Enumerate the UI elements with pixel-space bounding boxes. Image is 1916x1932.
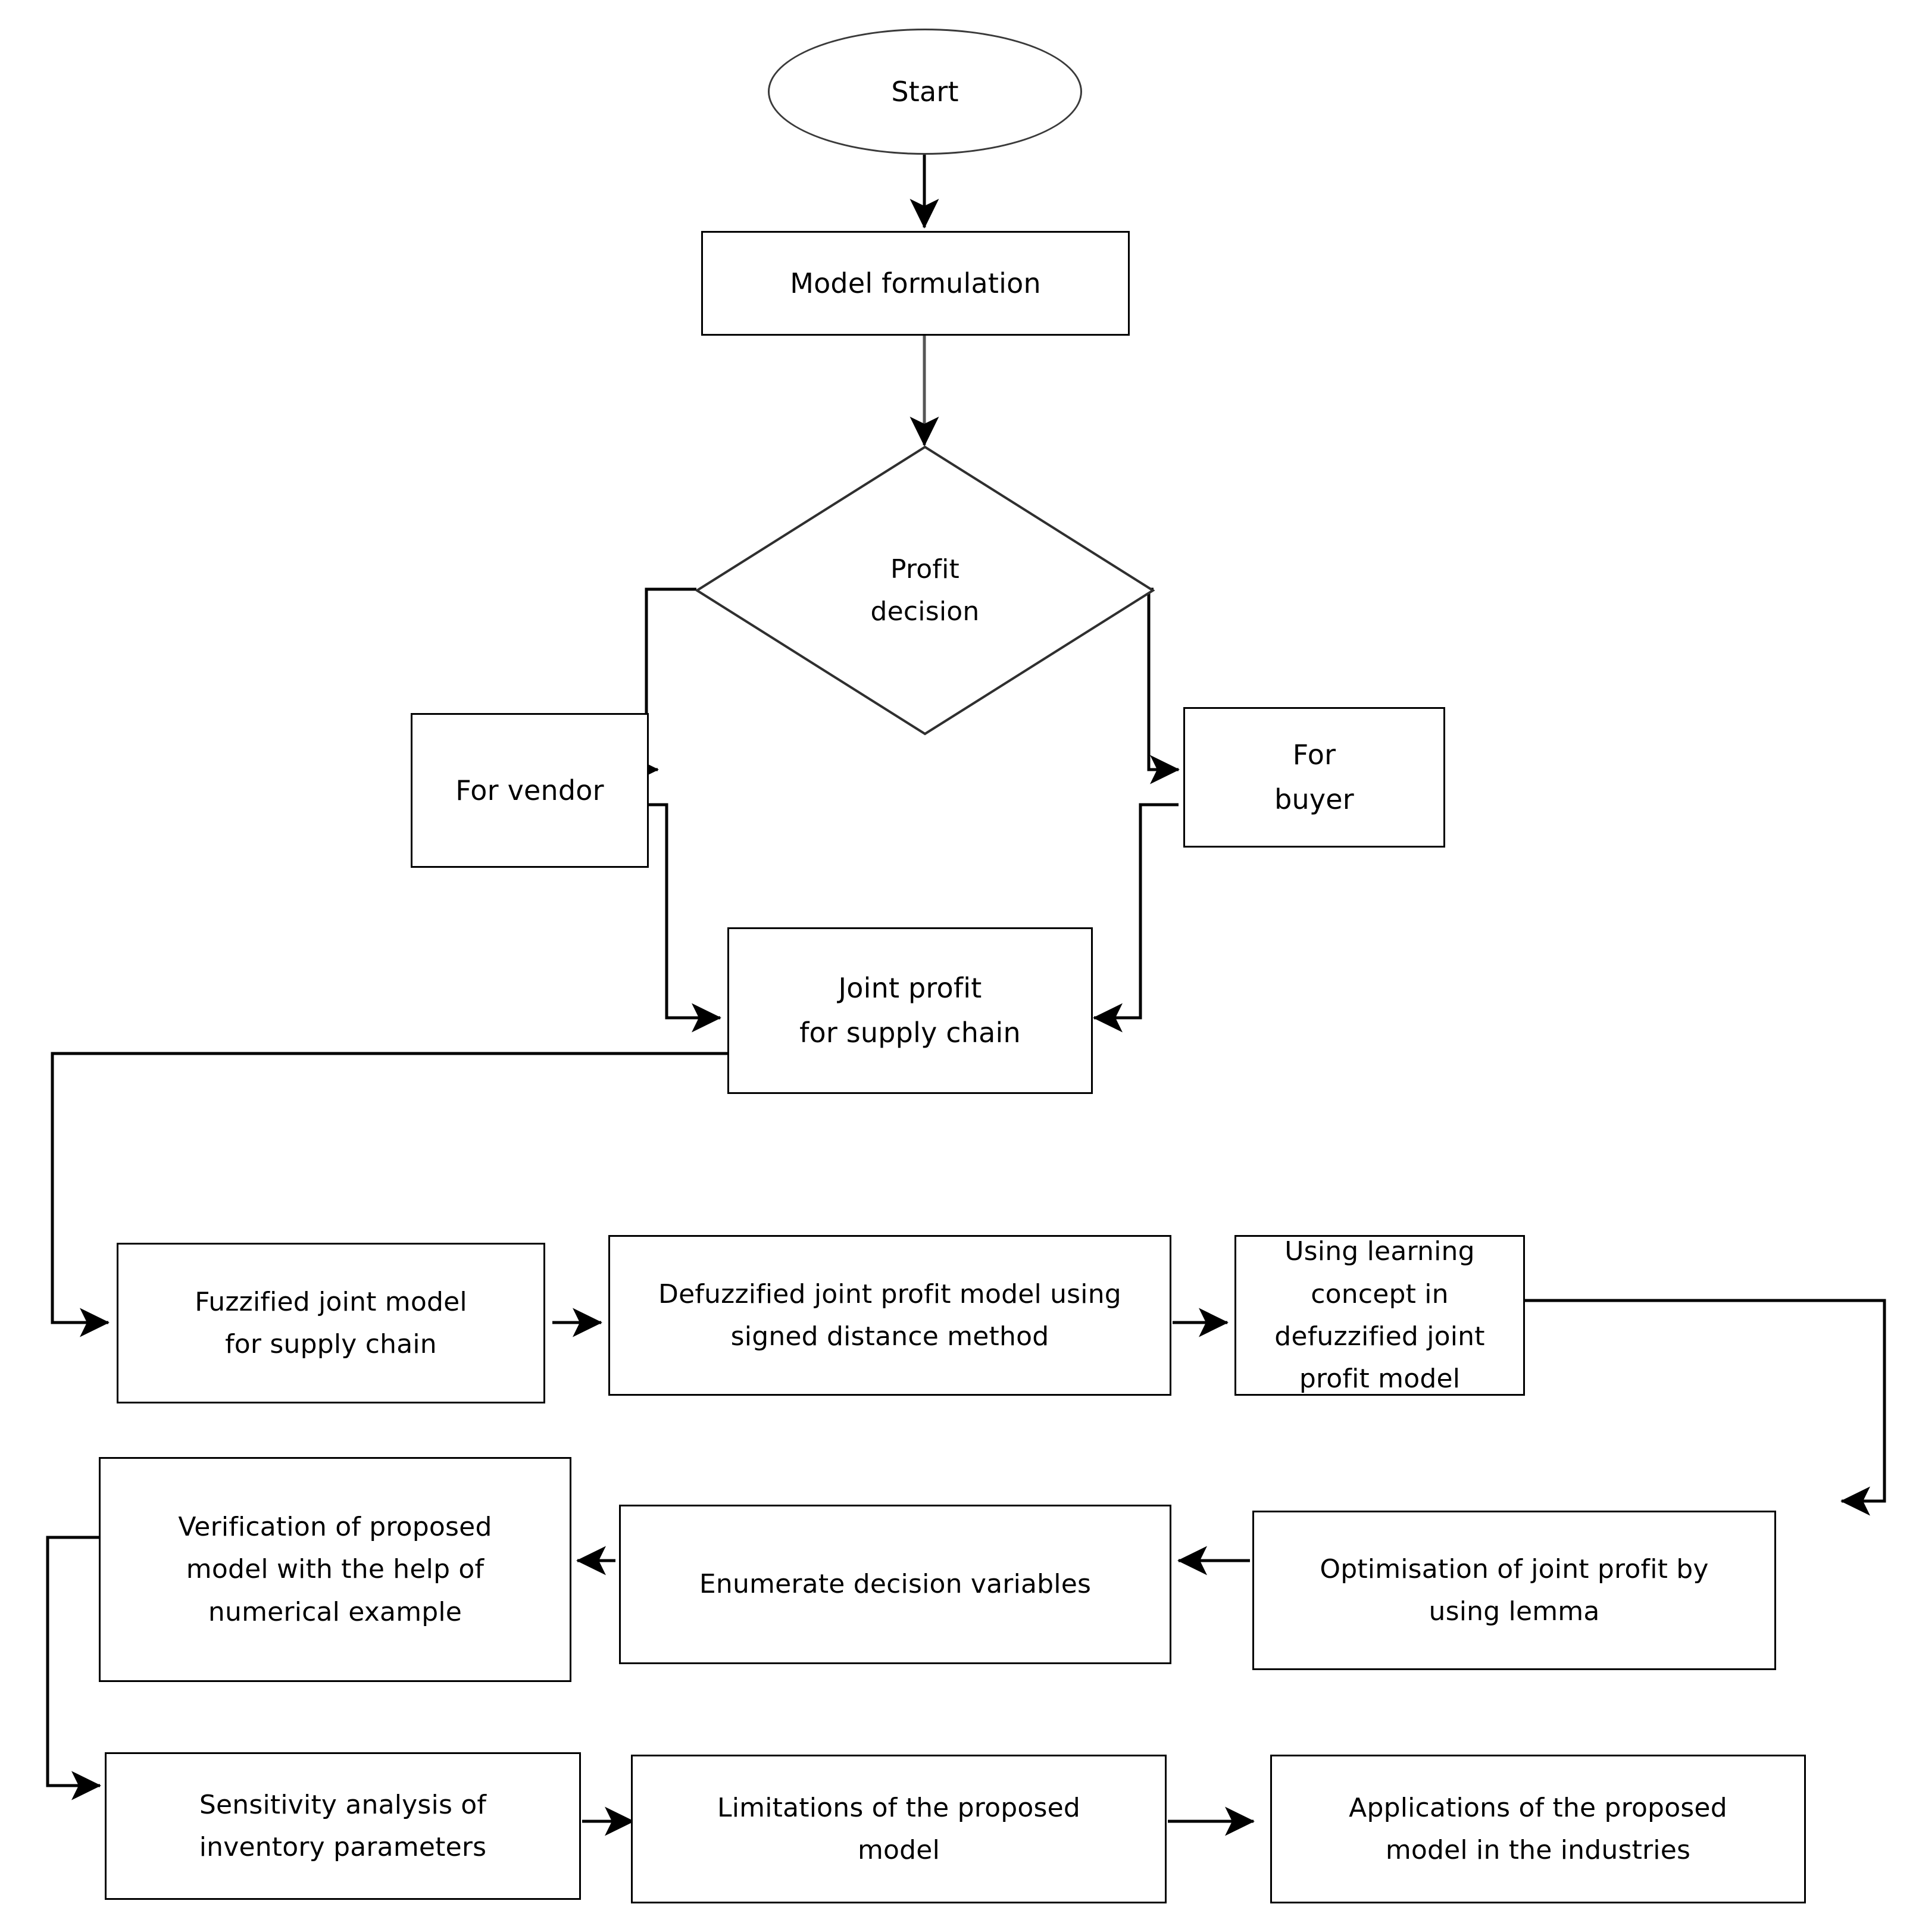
node-profit-decision-label: Profit decision	[870, 554, 980, 627]
node-sensitivity-analysis-label: Sensitivity analysis of inventory parame…	[199, 1789, 487, 1862]
edge-for-buyer-to-joint-profit	[1093, 803, 1179, 1033]
node-sensitivity-analysis[interactable]: Sensitivity analysis of inventory parame…	[105, 1752, 581, 1900]
node-for-vendor-label: For vendor	[455, 774, 604, 806]
node-start[interactable]: Start	[768, 29, 1082, 155]
node-enumerate-variables-label: Enumerate decision variables	[699, 1569, 1092, 1600]
node-learning-concept-label: Using learning concept in defuzzified jo…	[1274, 1236, 1485, 1395]
node-limitations-label: Limitations of the proposed model	[717, 1792, 1080, 1865]
node-joint-profit-label: Joint profit for supply chain	[799, 972, 1021, 1049]
node-joint-profit[interactable]: Joint profit for supply chain	[727, 927, 1093, 1094]
node-for-vendor-box[interactable]: For vendor	[411, 713, 649, 868]
node-model-formulation-label: Model formulation	[790, 267, 1041, 299]
node-defuzzified-joint-profit[interactable]: Defuzzified joint profit model using sig…	[608, 1235, 1171, 1396]
node-optimisation-lemma-label: Optimisation of joint profit by using le…	[1320, 1553, 1709, 1627]
node-applications[interactable]: Applications of the proposed model in th…	[1270, 1755, 1806, 1903]
node-applications-label: Applications of the proposed model in th…	[1349, 1792, 1727, 1865]
node-fuzzified-joint-model[interactable]: Fuzzified joint model for supply chain	[117, 1243, 545, 1403]
diamond-shape	[695, 445, 1155, 736]
edge-verification-to-sensitivity	[46, 1536, 101, 1800]
node-optimisation-lemma[interactable]: Optimisation of joint profit by using le…	[1252, 1511, 1776, 1670]
edge-learning-concept-to-optimisation	[1525, 1299, 1886, 1516]
node-limitations[interactable]: Limitations of the proposed model	[631, 1755, 1167, 1903]
edge-profit-decision-to-for-vendor	[629, 587, 696, 784]
node-verification[interactable]: Verification of proposed model with the …	[99, 1457, 571, 1682]
node-verification-label: Verification of proposed model with the …	[178, 1512, 492, 1627]
node-defuzzified-joint-profit-label: Defuzzified joint profit model using sig…	[658, 1278, 1121, 1352]
node-profit-decision[interactable]: Profit decision	[695, 445, 1155, 736]
node-for-buyer[interactable]: For buyer	[1183, 707, 1445, 848]
node-start-label: Start	[891, 75, 959, 108]
node-learning-concept[interactable]: Using learning concept in defuzzified jo…	[1234, 1235, 1525, 1396]
edge-for-vendor-to-joint-profit	[646, 803, 721, 1033]
node-for-buyer-label: For buyer	[1274, 739, 1354, 815]
node-model-formulation[interactable]: Model formulation	[701, 231, 1130, 336]
node-fuzzified-joint-model-label: Fuzzified joint model for supply chain	[195, 1286, 467, 1359]
node-enumerate-variables[interactable]: Enumerate decision variables	[619, 1505, 1171, 1664]
